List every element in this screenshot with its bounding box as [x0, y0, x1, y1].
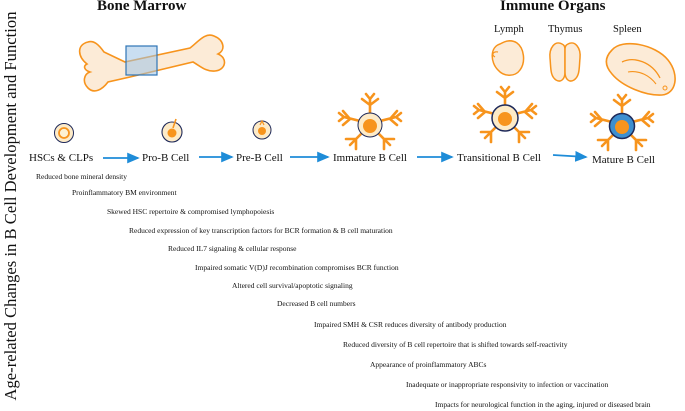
change-item-11: Appearance of proinflammatory ABCs [370, 360, 487, 369]
cell-immature-b [337, 92, 403, 151]
change-item-13: Impacts for neurological function in the… [435, 400, 651, 409]
stage-label-pro-b: Pro-B Cell [142, 152, 190, 164]
stage-label-transitional-b: Transitional B Cell [457, 152, 541, 164]
change-item-4: Reduced expression of key transcription … [129, 226, 393, 235]
cell-pre-b [252, 119, 272, 140]
cell-mature-b [589, 93, 655, 152]
bone-illustration [78, 34, 226, 92]
change-item-12: Inadequate or inappropriate responsivity… [406, 380, 609, 389]
stage-label-hsc: HSCs & CLPs [29, 152, 94, 164]
change-item-2: Proinflammatory BM environment [72, 188, 177, 197]
arrow-transitional-to-mature [552, 150, 588, 162]
change-item-9: Impaired SMH & CSR reduces diversity of … [314, 320, 507, 329]
stage-label-mature-b: Mature B Cell [592, 154, 655, 166]
organ-label-spleen: Spleen [613, 24, 642, 35]
spleen-icon [605, 42, 676, 96]
stage-label-pre-b: Pre-B Cell [236, 152, 283, 164]
change-item-5: Reduced IL7 signaling & cellular respons… [168, 244, 297, 253]
organ-label-thymus: Thymus [548, 24, 583, 35]
immune-organs-heading: Immune Organs [500, 0, 606, 14]
cell-transitional-b [472, 85, 538, 144]
change-item-8: Decreased B cell numbers [277, 299, 356, 308]
stage-label-immature-b: Immature B Cell [333, 152, 407, 164]
change-item-6: Impaired somatic V(D)J recombination com… [195, 263, 399, 272]
cell-hsc [54, 123, 74, 143]
lymph-node-icon [491, 40, 525, 76]
change-item-10: Reduced diversity of B cell repertoire t… [343, 340, 568, 349]
organ-label-lymph: Lymph [494, 24, 524, 35]
thymus-icon [549, 42, 581, 82]
bone-marrow-heading: Bone Marrow [97, 0, 187, 14]
bone-marrow-highlight [125, 45, 158, 76]
change-item-3: Skewed HSC repertoire & compromised lymp… [107, 207, 275, 216]
change-item-7: Altered cell survival/apoptotic signalin… [232, 281, 353, 290]
cell-pro-b [161, 118, 183, 143]
change-item-1: Reduced bone mineral density [36, 172, 128, 181]
